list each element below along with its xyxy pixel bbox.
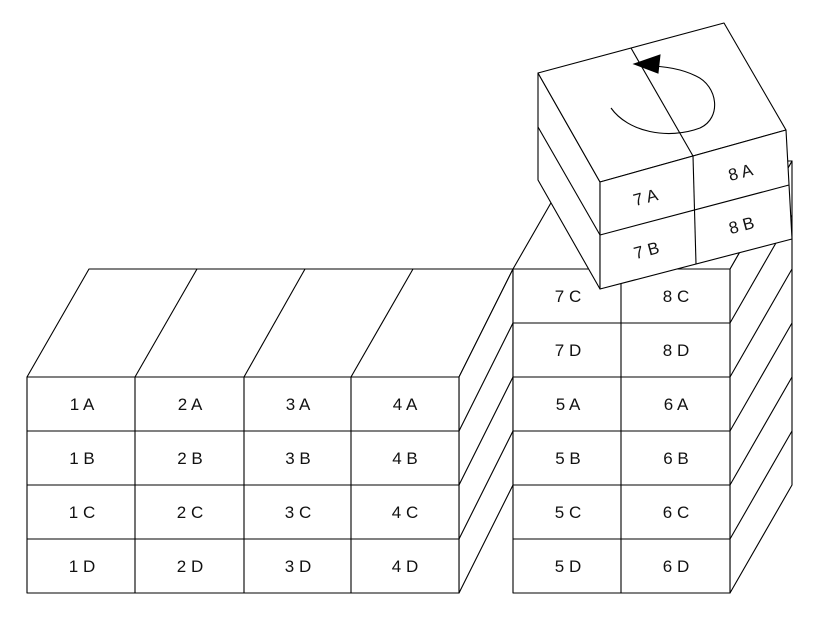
- cell-label-3c: 3 C: [285, 503, 311, 522]
- rotating-front-vline: [692, 155, 697, 265]
- counterclockwise-rotation-icon: [610, 54, 716, 134]
- cell-label-2c: 2 C: [177, 503, 203, 522]
- cell-label-3d: 3 D: [285, 557, 311, 576]
- cell-label-6b: 6 B: [663, 449, 689, 468]
- cell-label-8c: 8 C: [663, 287, 689, 306]
- cell-label-4d: 4 D: [392, 557, 418, 576]
- left-top-divider: [243, 268, 306, 378]
- cell-label-5b: 5 B: [555, 449, 581, 468]
- left-top-divider: [350, 268, 414, 378]
- right-side-divider: [729, 322, 793, 432]
- cell-label-6c: 6 C: [663, 503, 689, 522]
- cell-label-2a: 2 A: [178, 395, 203, 414]
- right-side-divider: [729, 268, 793, 378]
- cell-label-8d: 8 D: [663, 341, 689, 360]
- rotating-block: 7 A 8 A 7 B 8 B: [537, 22, 793, 290]
- cell-label-4b: 4 B: [392, 449, 418, 468]
- cell-label-1d: 1 D: [69, 557, 95, 576]
- cell-label-2b: 2 B: [177, 449, 203, 468]
- cell-label-4a: 4 A: [393, 395, 418, 414]
- right-side-divider: [729, 376, 793, 486]
- cell-label-1b: 1 B: [69, 449, 95, 468]
- left-side-divider: [458, 376, 514, 486]
- cell-label-6a: 6 A: [664, 395, 689, 414]
- cell-label-1c: 1 C: [69, 503, 95, 522]
- left-top-divider: [134, 268, 198, 378]
- cell-label-5a: 5 A: [556, 395, 581, 414]
- right-side-divider: [729, 430, 793, 540]
- cell-label-7d: 7 D: [555, 341, 581, 360]
- cell-label-1a: 1 A: [70, 395, 95, 414]
- cell-label-5c: 5 C: [555, 503, 581, 522]
- cell-label-3b: 3 B: [285, 449, 311, 468]
- cell-label-5d: 5 D: [555, 557, 581, 576]
- cell-label-4c: 4 C: [392, 503, 418, 522]
- cell-label-2d: 2 D: [177, 557, 203, 576]
- left-side-divider: [458, 430, 514, 540]
- rotating-left-divider: [537, 126, 601, 236]
- cell-label-7c: 7 C: [555, 287, 581, 306]
- cell-label-3a: 3 A: [286, 395, 311, 414]
- left-block: 1 A 2 A 3 A 4 A 1 B 2 B 3 B 4 B 1 C 2 C …: [26, 268, 514, 594]
- cell-label-6d: 6 D: [663, 557, 689, 576]
- left-block-top-face: [26, 268, 514, 378]
- left-side-divider: [458, 322, 514, 432]
